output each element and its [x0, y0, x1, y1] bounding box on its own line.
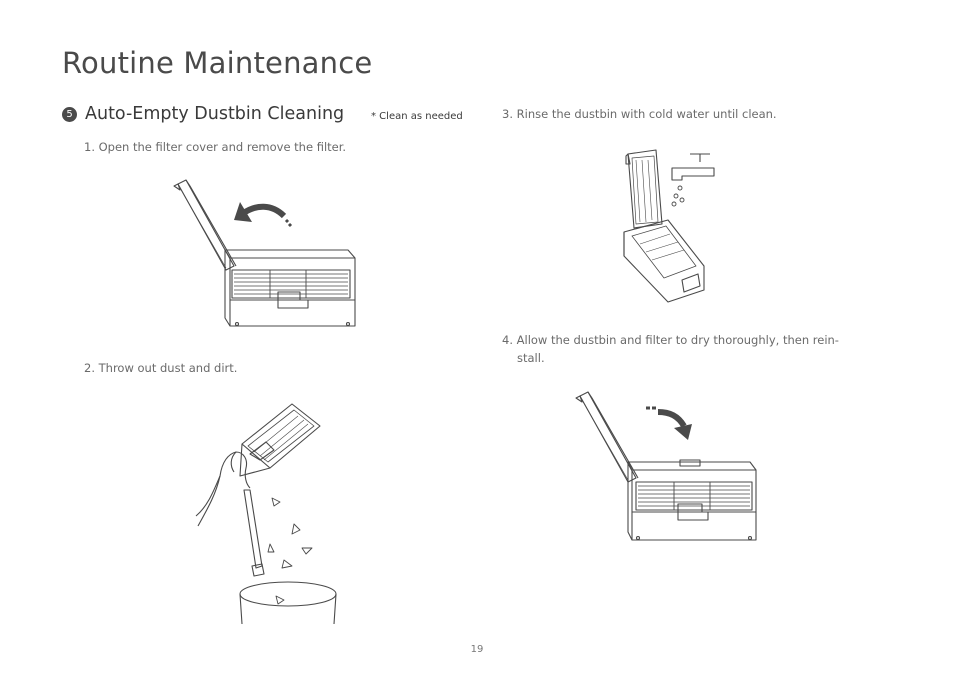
- step-1-text: 1. Open the filter cover and remove the …: [84, 140, 347, 154]
- section-note: * Clean as needed: [371, 111, 463, 122]
- filter-grid: [635, 459, 753, 513]
- water-tap: [671, 153, 715, 181]
- dustbin-reinstall-illustration: [575, 391, 757, 541]
- step-4-line-2: stall.: [517, 351, 545, 365]
- step-4-line-1: 4. Allow the dustbin and filter to dry t…: [502, 333, 839, 347]
- hanging-filter: [243, 489, 265, 577]
- dustbin-body: [627, 461, 757, 541]
- dirt-particles: [267, 497, 313, 605]
- water-drops: [671, 185, 685, 207]
- step-3-text: 3. Rinse the dustbin with cold water unt…: [502, 107, 777, 121]
- open-cover: [575, 391, 639, 483]
- step-4-text: 4. Allow the dustbin and filter to dry t…: [502, 331, 852, 367]
- hand: [195, 451, 251, 527]
- dustbin-emptying-illustration: [195, 403, 337, 625]
- filter-grid: [231, 269, 351, 301]
- open-cover: [173, 179, 237, 271]
- step-2-text: 2. Throw out dust and dirt.: [84, 361, 238, 375]
- page-number: 19: [470, 644, 484, 655]
- remove-arrow: [234, 202, 293, 228]
- tilted-dustbin: [239, 403, 321, 477]
- section-header: 5 Auto-Empty Dustbin Cleaning: [62, 104, 344, 124]
- trash-bin: [239, 581, 337, 625]
- section-title: Auto-Empty Dustbin Cleaning: [85, 104, 345, 124]
- dustbin-body: [224, 249, 356, 327]
- reinstall-arrow: [646, 406, 692, 440]
- page-title: Routine Maintenance: [62, 46, 373, 80]
- section-number-badge: 5: [62, 106, 77, 122]
- dustbin-rinse-illustration: [623, 149, 715, 303]
- upright-dustbin: [623, 149, 705, 303]
- dustbin-open-cover-illustration: [173, 179, 356, 327]
